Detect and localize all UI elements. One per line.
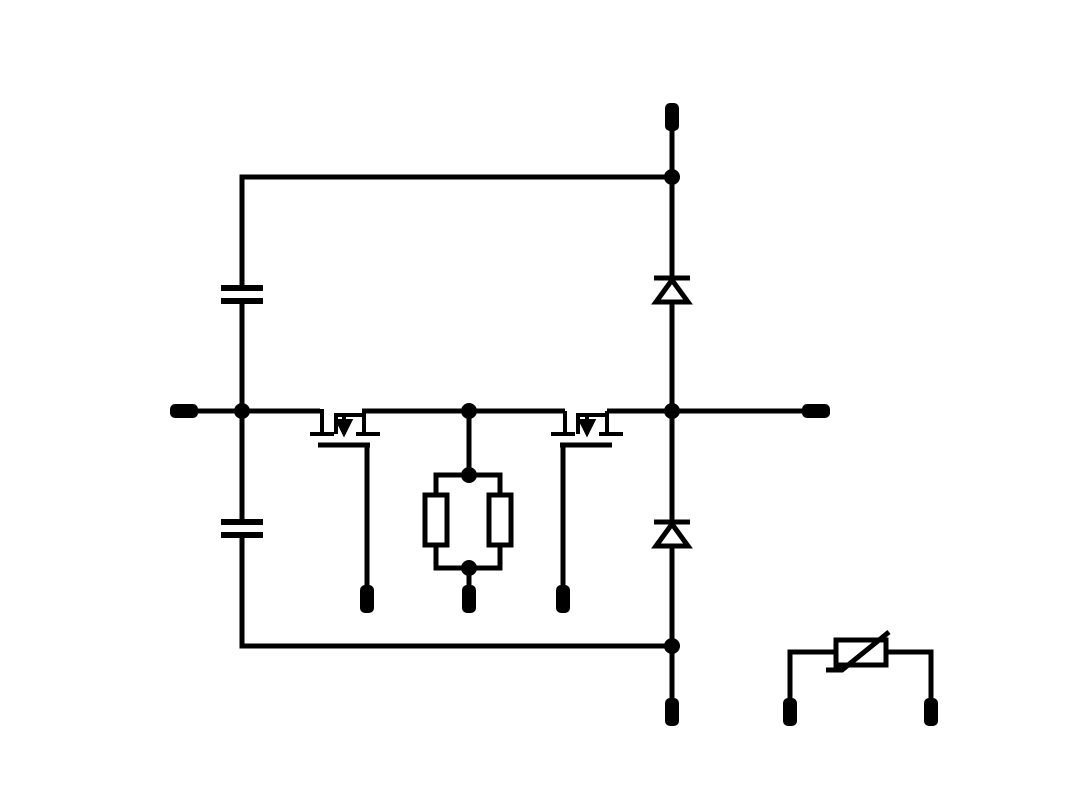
wire-gate-right bbox=[560, 442, 610, 600]
terminal-right bbox=[802, 404, 830, 418]
junction-dot bbox=[234, 403, 250, 419]
mosfet-right bbox=[551, 411, 623, 448]
junctions bbox=[234, 169, 680, 654]
wire-top-rail bbox=[239, 174, 672, 290]
junction-dot bbox=[664, 638, 680, 654]
resistor-right bbox=[486, 492, 514, 548]
terminal-bottom bbox=[665, 698, 679, 726]
terminals bbox=[170, 103, 938, 726]
capacitor-lower bbox=[221, 519, 263, 538]
mosfet-left bbox=[310, 409, 380, 448]
terminal-thermistor-right bbox=[924, 698, 938, 726]
junction-dot bbox=[461, 467, 477, 483]
diode-upper bbox=[651, 275, 693, 305]
resistor-left bbox=[422, 492, 450, 548]
junction-dot bbox=[461, 403, 477, 419]
wires bbox=[183, 115, 818, 712]
junction-dot bbox=[664, 169, 680, 185]
wire-gate-left bbox=[320, 442, 370, 600]
terminal-gate-left bbox=[360, 585, 374, 613]
terminal-thermistor-left bbox=[783, 698, 797, 726]
terminal-left bbox=[170, 404, 198, 418]
diode-lower bbox=[651, 519, 693, 549]
terminal-top bbox=[665, 103, 679, 131]
terminal-center bbox=[462, 585, 476, 613]
thermistor bbox=[787, 630, 934, 712]
junction-dot bbox=[664, 403, 680, 419]
wire-bottom-rail bbox=[239, 534, 672, 649]
terminal-gate-right bbox=[556, 585, 570, 613]
junction-dot bbox=[461, 560, 477, 576]
capacitor-upper bbox=[221, 285, 263, 304]
